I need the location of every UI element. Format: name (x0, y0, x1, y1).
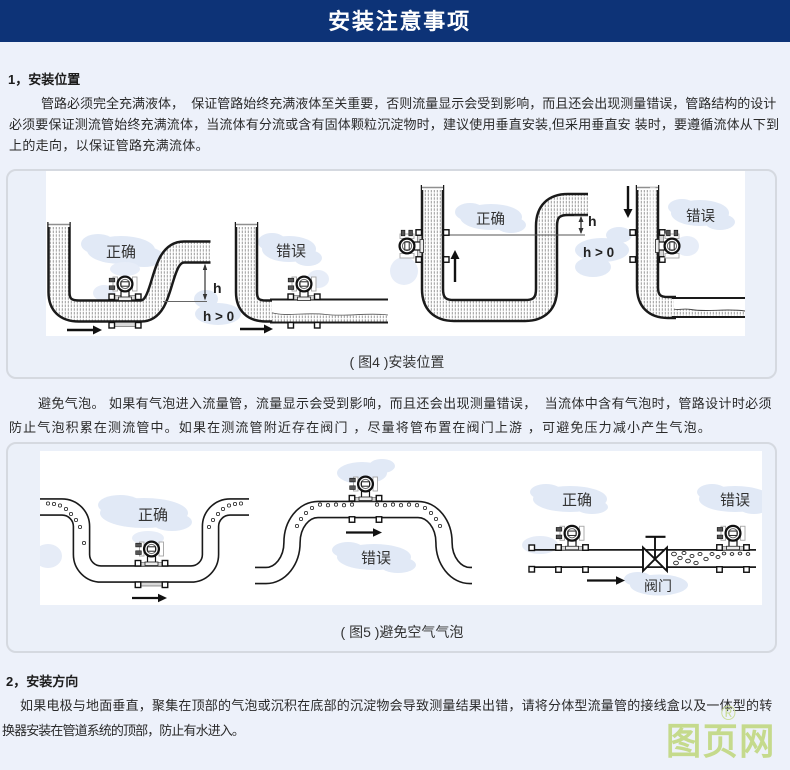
svg-text:错误: 错误 (720, 492, 750, 509)
svg-text:h > 0: h > 0 (583, 245, 614, 260)
svg-text:错误: 错误 (276, 243, 306, 260)
svg-text:正确: 正确 (106, 244, 136, 261)
svg-text:h: h (213, 280, 222, 296)
svg-text:错误: 错误 (686, 208, 715, 225)
svg-text:阀门: 阀门 (644, 578, 672, 594)
svg-text:正确: 正确 (562, 492, 592, 509)
svg-text:错误: 错误 (361, 550, 391, 567)
svg-text:正确: 正确 (476, 211, 505, 228)
svg-text:h: h (588, 213, 597, 229)
svg-text:h > 0: h > 0 (203, 309, 234, 324)
svg-text:正确: 正确 (138, 507, 168, 524)
